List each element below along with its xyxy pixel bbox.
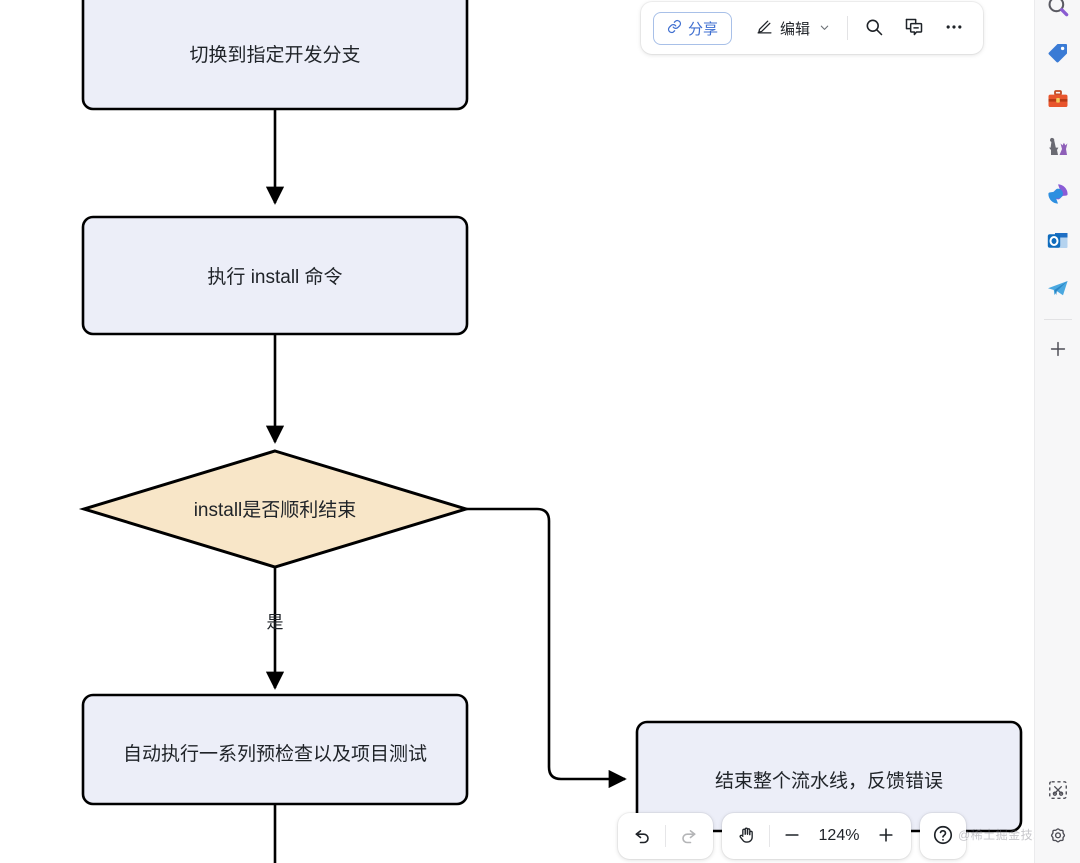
link-icon (667, 19, 682, 38)
flow-node-switch-branch[interactable]: 切换到指定开发分支 (81, 0, 469, 111)
flow-edge-n3-n5 (466, 507, 627, 789)
sidebar-item-screenshot[interactable] (1038, 772, 1078, 812)
undo-icon (633, 825, 653, 848)
sidebar-item-copilot[interactable] (1038, 176, 1078, 216)
history-pill (618, 813, 713, 859)
zoom-out-button[interactable] (773, 817, 811, 855)
flowchart-svg: 切换到指定开发分支 执行 install 命令 install是否顺利结束 是 (78, 0, 1023, 863)
comment-icon (904, 17, 924, 40)
node-label: 结束整个流水线，反馈错误 (715, 770, 943, 792)
zoom-in-button[interactable] (867, 817, 905, 855)
node-label: install是否顺利结束 (194, 499, 357, 521)
bottom-toolbar: 124% (618, 813, 966, 859)
edit-button[interactable]: 编辑 (744, 12, 838, 45)
diagram-canvas[interactable]: 切换到指定开发分支 执行 install 命令 install是否顺利结束 是 (0, 0, 1034, 863)
redo-icon (678, 825, 698, 848)
outlook-icon (1046, 229, 1070, 258)
sidebar-item-settings[interactable] (1038, 819, 1078, 859)
help-button[interactable] (924, 817, 962, 855)
search-icon (1045, 0, 1071, 24)
share-button-label: 分享 (688, 20, 719, 38)
sidebar-item-outlook[interactable] (1038, 223, 1078, 263)
tag-icon (1046, 41, 1070, 70)
flow-node-install-success-decision[interactable]: install是否顺利结束 (78, 449, 472, 569)
sidebar-item-add[interactable] (1038, 331, 1078, 371)
chevron-down-icon (819, 20, 830, 37)
hand-icon (737, 825, 757, 848)
sidebar-divider (1043, 319, 1072, 320)
settings-icon (1047, 826, 1069, 853)
sidebar-item-tag[interactable] (1038, 35, 1078, 75)
flow-edge-label-yes: 是 (267, 613, 284, 632)
flow-node-auto-precheck-test[interactable]: 自动执行一系列预检查以及项目测试 (81, 693, 469, 806)
node-label: 切换到指定开发分支 (189, 44, 360, 66)
help-pill[interactable] (920, 813, 966, 859)
telegram-icon (1046, 276, 1070, 305)
sidebar-item-toolbox[interactable] (1038, 82, 1078, 122)
search-icon (864, 17, 884, 40)
minus-icon (782, 825, 802, 848)
screenshot-icon (1047, 779, 1069, 806)
add-icon (1047, 338, 1069, 365)
plus-icon (876, 825, 896, 848)
sidebar-item-chess[interactable] (1038, 129, 1078, 169)
pencil-icon (756, 18, 773, 39)
more-horizontal-icon (944, 17, 964, 40)
toolbar-divider (847, 16, 849, 40)
search-button[interactable] (857, 11, 891, 45)
comment-button[interactable] (897, 11, 931, 45)
sidebar-item-search[interactable] (1038, 0, 1078, 28)
node-label: 自动执行一系列预检查以及项目测试 (123, 743, 427, 765)
pill-divider (769, 825, 770, 847)
share-button[interactable]: 分享 (653, 11, 733, 45)
sidebar-item-telegram[interactable] (1038, 270, 1078, 310)
copilot-icon (1046, 182, 1070, 211)
edit-button-label: 编辑 (780, 20, 811, 38)
redo-button[interactable] (669, 817, 707, 855)
zoom-level-label[interactable]: 124% (818, 827, 860, 844)
flow-node-run-install[interactable]: 执行 install 命令 (81, 215, 469, 336)
hand-tool-button[interactable] (728, 817, 766, 855)
toolbox-icon (1046, 88, 1070, 117)
node-label: 执行 install 命令 (207, 266, 342, 288)
pill-divider (665, 825, 666, 847)
top-toolbar: 分享 编辑 (641, 2, 984, 54)
zoom-pill: 124% (722, 813, 911, 859)
undo-button[interactable] (624, 817, 662, 855)
chess-icon (1046, 135, 1070, 164)
help-circle-icon (932, 824, 954, 849)
right-sidebar (1034, 0, 1080, 863)
more-button[interactable] (937, 11, 971, 45)
